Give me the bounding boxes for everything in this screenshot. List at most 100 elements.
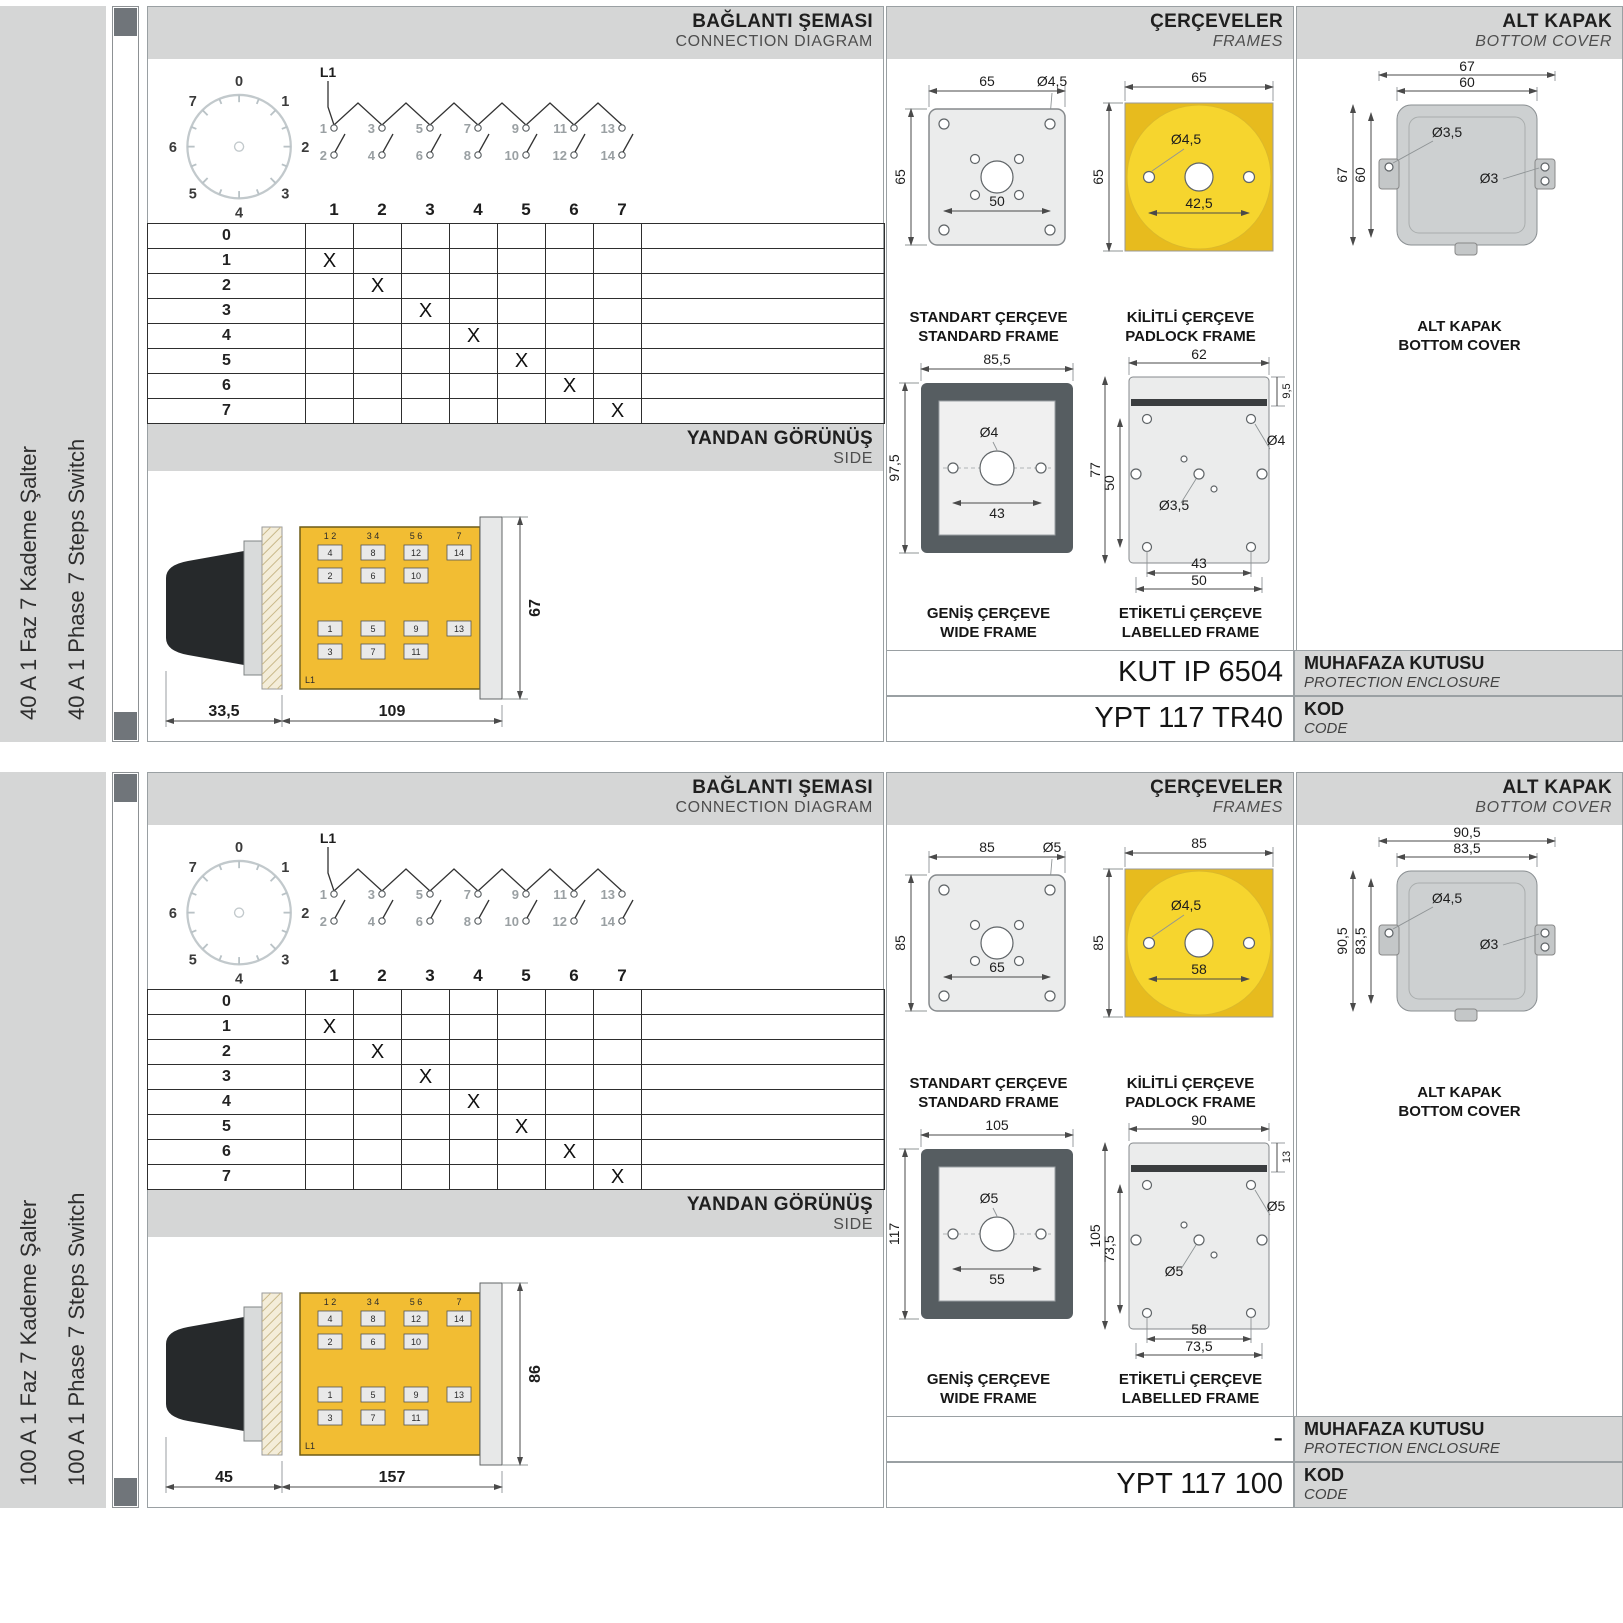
step-cell (449, 373, 498, 399)
side-view-title-tr: YANDAN GÖRÜNÜŞ (686, 428, 873, 449)
step-row-label: 5 (147, 1114, 306, 1140)
dim-frame-height: 105 (1089, 1224, 1103, 1248)
dim-body-height: 86 (527, 1365, 544, 1383)
step-cell (305, 323, 354, 349)
standard-frame-cell: 85 Ø5 85 65 STANDART ÇERÇEVE (887, 829, 1090, 1112)
enclosure-label: MUHAFAZA KUTUSU PROTECTION ENCLOSURE (1294, 1416, 1623, 1462)
wide-frame-figure: 85,5 97,5 Ø4 43 (886, 351, 1074, 554)
dim-frame-width: 90 (1191, 1113, 1207, 1128)
terminal-number: 11 (553, 887, 567, 902)
binding-bar (112, 6, 139, 742)
step-cell (545, 1089, 594, 1115)
cover-clip-left (1378, 924, 1400, 956)
terminal-label: L1 (305, 675, 315, 685)
switch-circuit-figure: L1 1 3 5 7 9 11 13 2 4 (320, 830, 634, 985)
dim-cover-inner-v: 83,5 (1352, 927, 1368, 954)
dim-cover-outer: 67 (1459, 61, 1475, 74)
terminal-label: 10 (411, 1337, 421, 1347)
bottom-cover-title-tr: ALT KAPAK (1502, 11, 1612, 32)
step-filler-cell (641, 1114, 885, 1140)
frames-section: ÇERÇEVELER FRAMES 65 Ø4,5 65 (886, 6, 1294, 742)
rotary-dial-figure: 0 1 2 3 4 5 6 7 (169, 840, 309, 987)
terminal-label: 5 (370, 624, 375, 634)
connection-diagram-section: BAĞLANTI ŞEMASI CONNECTION DIAGRAM (147, 6, 885, 742)
step-filler-cell (641, 398, 885, 424)
connection-header: BAĞLANTI ŞEMASI CONNECTION DIAGRAM (148, 7, 883, 59)
cover-inner-outline (1408, 882, 1526, 1000)
dim-hole-spacing: 50 (989, 193, 1005, 209)
padlock-frame-caption-tr: KİLİTLİ ÇERÇEVE (1126, 309, 1255, 326)
dial-position: 0 (235, 74, 243, 90)
frames-title-tr: ÇERÇEVELER (1150, 11, 1283, 32)
step-cell: X (353, 1039, 402, 1065)
contact-chain-wire (327, 81, 623, 127)
terminal-label: 6 (370, 571, 375, 581)
connection-header: BAĞLANTI ŞEMASI CONNECTION DIAGRAM (148, 773, 883, 825)
terminal-number: 9 (512, 121, 519, 136)
step-cell (593, 1014, 642, 1040)
standard-frame-caption-en: STANDARD FRAME (918, 328, 1059, 345)
terminal-label: 7 (456, 1297, 461, 1307)
terminal-number: 13 (601, 121, 615, 136)
terminal-number: 7 (464, 121, 471, 136)
terminal-number: 3 (368, 887, 375, 902)
dim-hole-diameter: Ø4,5 (1171, 897, 1202, 913)
terminal-label: 2 (327, 1337, 332, 1347)
step-cell: X (353, 273, 402, 299)
labelled-frame-caption-tr: ETİKETLİ ÇERÇEVE (1118, 1371, 1263, 1388)
dim-hole-diameter: Ø5 (980, 1190, 999, 1206)
dim-cover-hole2: Ø3 (1480, 936, 1499, 952)
step-cell (449, 1164, 498, 1190)
dim-hole-diameter: Ø5 (1267, 1198, 1286, 1214)
step-cell (545, 348, 594, 374)
dial-position: 4 (235, 205, 243, 221)
step-filler-cell (641, 323, 885, 349)
padlock-frame-caption-en: PADLOCK FRAME (1125, 328, 1256, 345)
terminal-label: 13 (454, 1390, 464, 1400)
step-cell (353, 398, 402, 424)
connection-diagram-section: BAĞLANTI ŞEMASI CONNECTION DIAGRAM (147, 772, 885, 1508)
step-row-label: 2 (147, 273, 306, 299)
binding-mark-top (114, 774, 137, 802)
code-label: KOD CODE (1294, 696, 1623, 742)
step-cell (401, 1114, 450, 1140)
dim-frame-width: 85,5 (983, 351, 1010, 367)
terminal-label: 7 (370, 647, 375, 657)
terminal-label: 3 (327, 647, 332, 657)
dim-hole-diameter: Ø5 (1043, 839, 1062, 855)
label-strip (1131, 1165, 1267, 1172)
dial-position: 7 (189, 860, 197, 876)
step-cell (353, 1139, 402, 1165)
dim-body-height: 67 (527, 599, 544, 617)
step-filler-cell (641, 273, 885, 299)
terminal-label: 6 (370, 1337, 375, 1347)
dial-position: 5 (189, 952, 197, 968)
step-cell (593, 248, 642, 274)
step-cell (305, 1089, 354, 1115)
side-view-header: YANDAN GÖRÜNÜŞ SIDE (148, 424, 883, 471)
step-cell: X (497, 348, 546, 374)
product-code-value: YPT 117 TR40 (886, 696, 1294, 742)
handle-plate (243, 1306, 263, 1442)
terminal-number: 2 (320, 148, 327, 163)
terminal-number: 4 (368, 148, 376, 163)
step-cell (353, 323, 402, 349)
step-cell (593, 298, 642, 324)
step-cell (353, 223, 402, 249)
step-cell (353, 248, 402, 274)
step-cell: X (305, 1014, 354, 1040)
terminal-label: L1 (305, 1441, 315, 1451)
step-cell: X (401, 298, 450, 324)
terminal-label: 2 (327, 571, 332, 581)
step-cell (401, 348, 450, 374)
terminal-label: 5 6 (410, 1297, 423, 1307)
step-filler-cell (641, 348, 885, 374)
step-filler-cell (641, 1064, 885, 1090)
code-label-en: CODE (1304, 1486, 1348, 1503)
table-row: 0 (147, 223, 885, 249)
standard-frame-caption-tr: STANDART ÇERÇEVE (909, 309, 1068, 326)
column-number: 4 (473, 200, 483, 219)
step-filler-cell (641, 1139, 885, 1165)
